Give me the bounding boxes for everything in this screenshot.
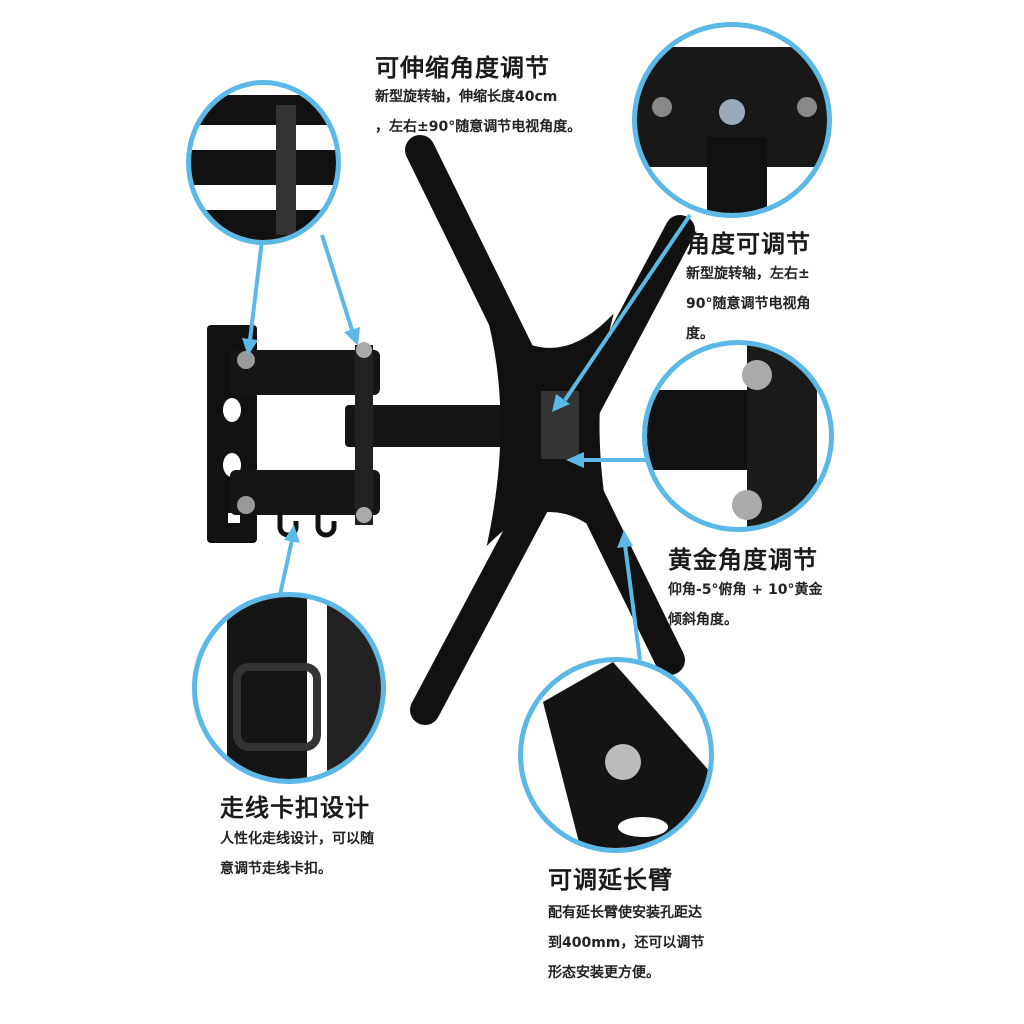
desc-line: 到400mm，还可以调节: [548, 935, 705, 951]
feature-title-telescopic: 可伸缩角度调节: [375, 54, 550, 82]
desc-line: 配有延长臂使安装孔距达: [548, 905, 702, 921]
feature-desc-cable-clip: 人性化走线设计，可以随 意调节走线卡扣。: [220, 824, 374, 884]
detail-circle-extension-arm: [518, 657, 714, 853]
feature-title-cable-clip: 走线卡扣设计: [220, 794, 370, 822]
desc-line: 新型旋转轴，左右±: [686, 266, 810, 282]
desc-line: ，左右±90°随意调节电视角度。: [375, 119, 582, 135]
desc-line: 90°随意调节电视角: [686, 296, 811, 312]
desc-line: 仰角-5°俯角 + 10°黄金: [668, 582, 823, 598]
desc-line: 人性化走线设计，可以随: [220, 831, 374, 847]
swing-arm: [230, 342, 515, 538]
desc-line: 形态安装更方便。: [548, 965, 660, 981]
desc-line: 新型旋转轴，伸缩长度40cm: [375, 89, 558, 105]
feature-desc-angle-adjust: 新型旋转轴，左右± 90°随意调节电视角 度。: [686, 259, 810, 349]
feature-title-extension-arm: 可调延长臂: [548, 866, 673, 894]
feature-title-angle-adjust: 角度可调节: [686, 230, 811, 258]
detail-circle-golden-angle: [642, 340, 834, 532]
feature-title-golden-angle: 黄金角度调节: [668, 546, 818, 574]
detail-circle-cable-clip: [192, 592, 386, 784]
feature-desc-golden-angle: 仰角-5°俯角 + 10°黄金 倾斜角度。: [668, 575, 823, 635]
feature-desc-extension-arm: 配有延长臂使安装孔距达 到400mm，还可以调节 形态安装更方便。: [548, 898, 704, 988]
desc-line: 意调节走线卡扣。: [220, 861, 332, 877]
detail-circle-tilt-pivot: [632, 22, 832, 218]
desc-line: 倾斜角度。: [668, 612, 738, 628]
desc-line: 度。: [686, 326, 714, 342]
detail-circle-arm-hinge: [186, 80, 341, 245]
feature-desc-telescopic: 新型旋转轴，伸缩长度40cm ，左右±90°随意调节电视角度。: [375, 82, 581, 142]
callout-arrows: [242, 213, 692, 661]
